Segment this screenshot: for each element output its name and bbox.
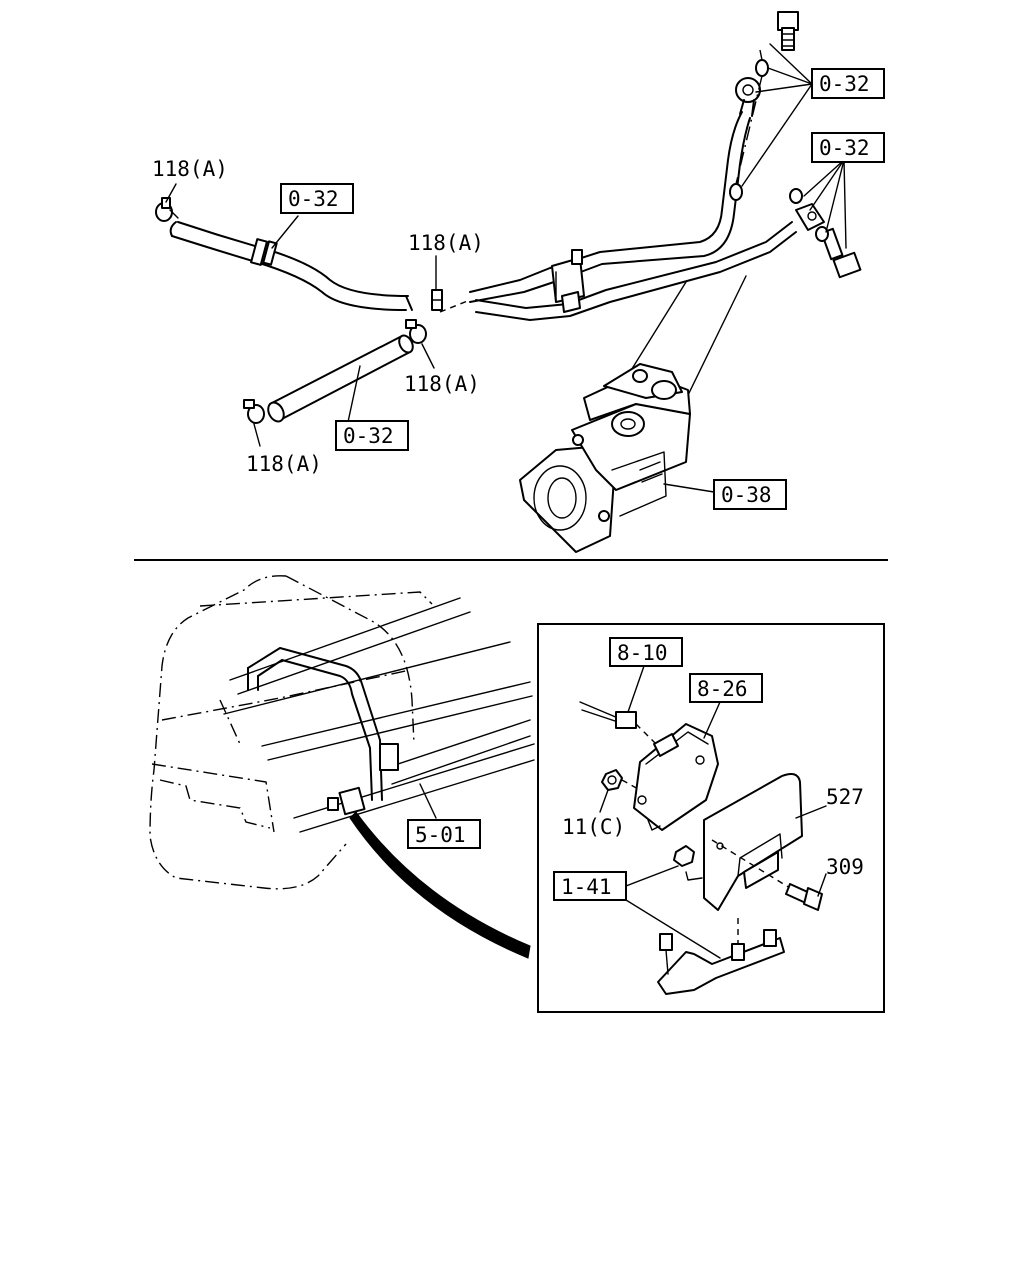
flange-nut xyxy=(673,845,703,881)
callout-032-right: 0-32 xyxy=(811,132,885,163)
base-plate xyxy=(657,918,785,995)
metal-pipe xyxy=(469,77,825,321)
detail-pointer xyxy=(349,811,531,959)
label-118a-1: 118(A) xyxy=(152,157,228,181)
svg-text:0-32: 0-32 xyxy=(343,424,394,448)
left-hose xyxy=(169,221,413,311)
label-527: 527 xyxy=(826,785,864,809)
leader-141a xyxy=(625,865,679,887)
washers-top xyxy=(729,49,769,201)
lower-assembly: 8-10 8-26 1-41 527 309 11(C) 5-01 xyxy=(149,575,885,1013)
leader-309 xyxy=(817,873,827,897)
mounting-bracket xyxy=(703,773,803,911)
hose-clamp-3 xyxy=(405,319,427,344)
ecu-module xyxy=(633,723,719,831)
label-309: 309 xyxy=(826,855,864,879)
detail-box: 8-10 8-26 1-41 527 309 11(C) xyxy=(537,623,885,1013)
fitting-small xyxy=(431,289,471,313)
label-118a-3: 118(A) xyxy=(404,372,480,396)
callout-501: 5-01 xyxy=(407,819,481,849)
bolt xyxy=(785,883,823,911)
nut xyxy=(601,769,641,791)
hose-clamp-1 xyxy=(155,197,179,222)
label-11c: 11(C) xyxy=(562,815,625,839)
label-118a-4: 118(A) xyxy=(246,452,322,476)
banjo-bolt-right xyxy=(789,188,862,279)
callout-032-top: 0-32 xyxy=(811,68,885,99)
leader-501 xyxy=(419,783,437,819)
hose-clamp-2 xyxy=(243,399,265,424)
callout-826: 8-26 xyxy=(689,673,763,703)
callout-038: 0-38 xyxy=(713,479,787,510)
callout-032-left: 0-32 xyxy=(280,183,354,214)
svg-text:0-38: 0-38 xyxy=(721,483,772,507)
air-compressor xyxy=(519,363,691,553)
callout-032-bottom: 0-32 xyxy=(335,420,409,451)
svg-text:5-01: 5-01 xyxy=(415,823,466,847)
leader-826 xyxy=(703,701,721,739)
svg-text:8-10: 8-10 xyxy=(617,641,668,665)
callout-141: 1-41 xyxy=(553,871,627,901)
connector-plug xyxy=(579,701,657,745)
svg-text:0-32: 0-32 xyxy=(819,72,870,96)
mounting-frame xyxy=(247,647,399,816)
upper-assembly: 0-32 0-32 0-32 0-32 0-38 118(A) 118(A) 1… xyxy=(152,11,885,553)
leader-527 xyxy=(795,805,827,819)
callout-810: 8-10 xyxy=(609,637,683,667)
label-118a-2: 118(A) xyxy=(408,231,484,255)
leader-11c xyxy=(599,789,609,813)
svg-text:8-26: 8-26 xyxy=(697,677,748,701)
svg-text:0-32: 0-32 xyxy=(288,187,339,211)
banjo-bolt-top xyxy=(777,11,799,51)
leader-141b xyxy=(625,899,721,959)
lower-hose xyxy=(267,334,414,423)
leaders-upper xyxy=(165,43,847,493)
svg-text:1-41: 1-41 xyxy=(561,875,612,899)
vehicle-cab xyxy=(149,575,433,890)
frame-rails xyxy=(223,597,535,833)
leader-810 xyxy=(627,665,645,713)
svg-text:0-32: 0-32 xyxy=(819,136,870,160)
